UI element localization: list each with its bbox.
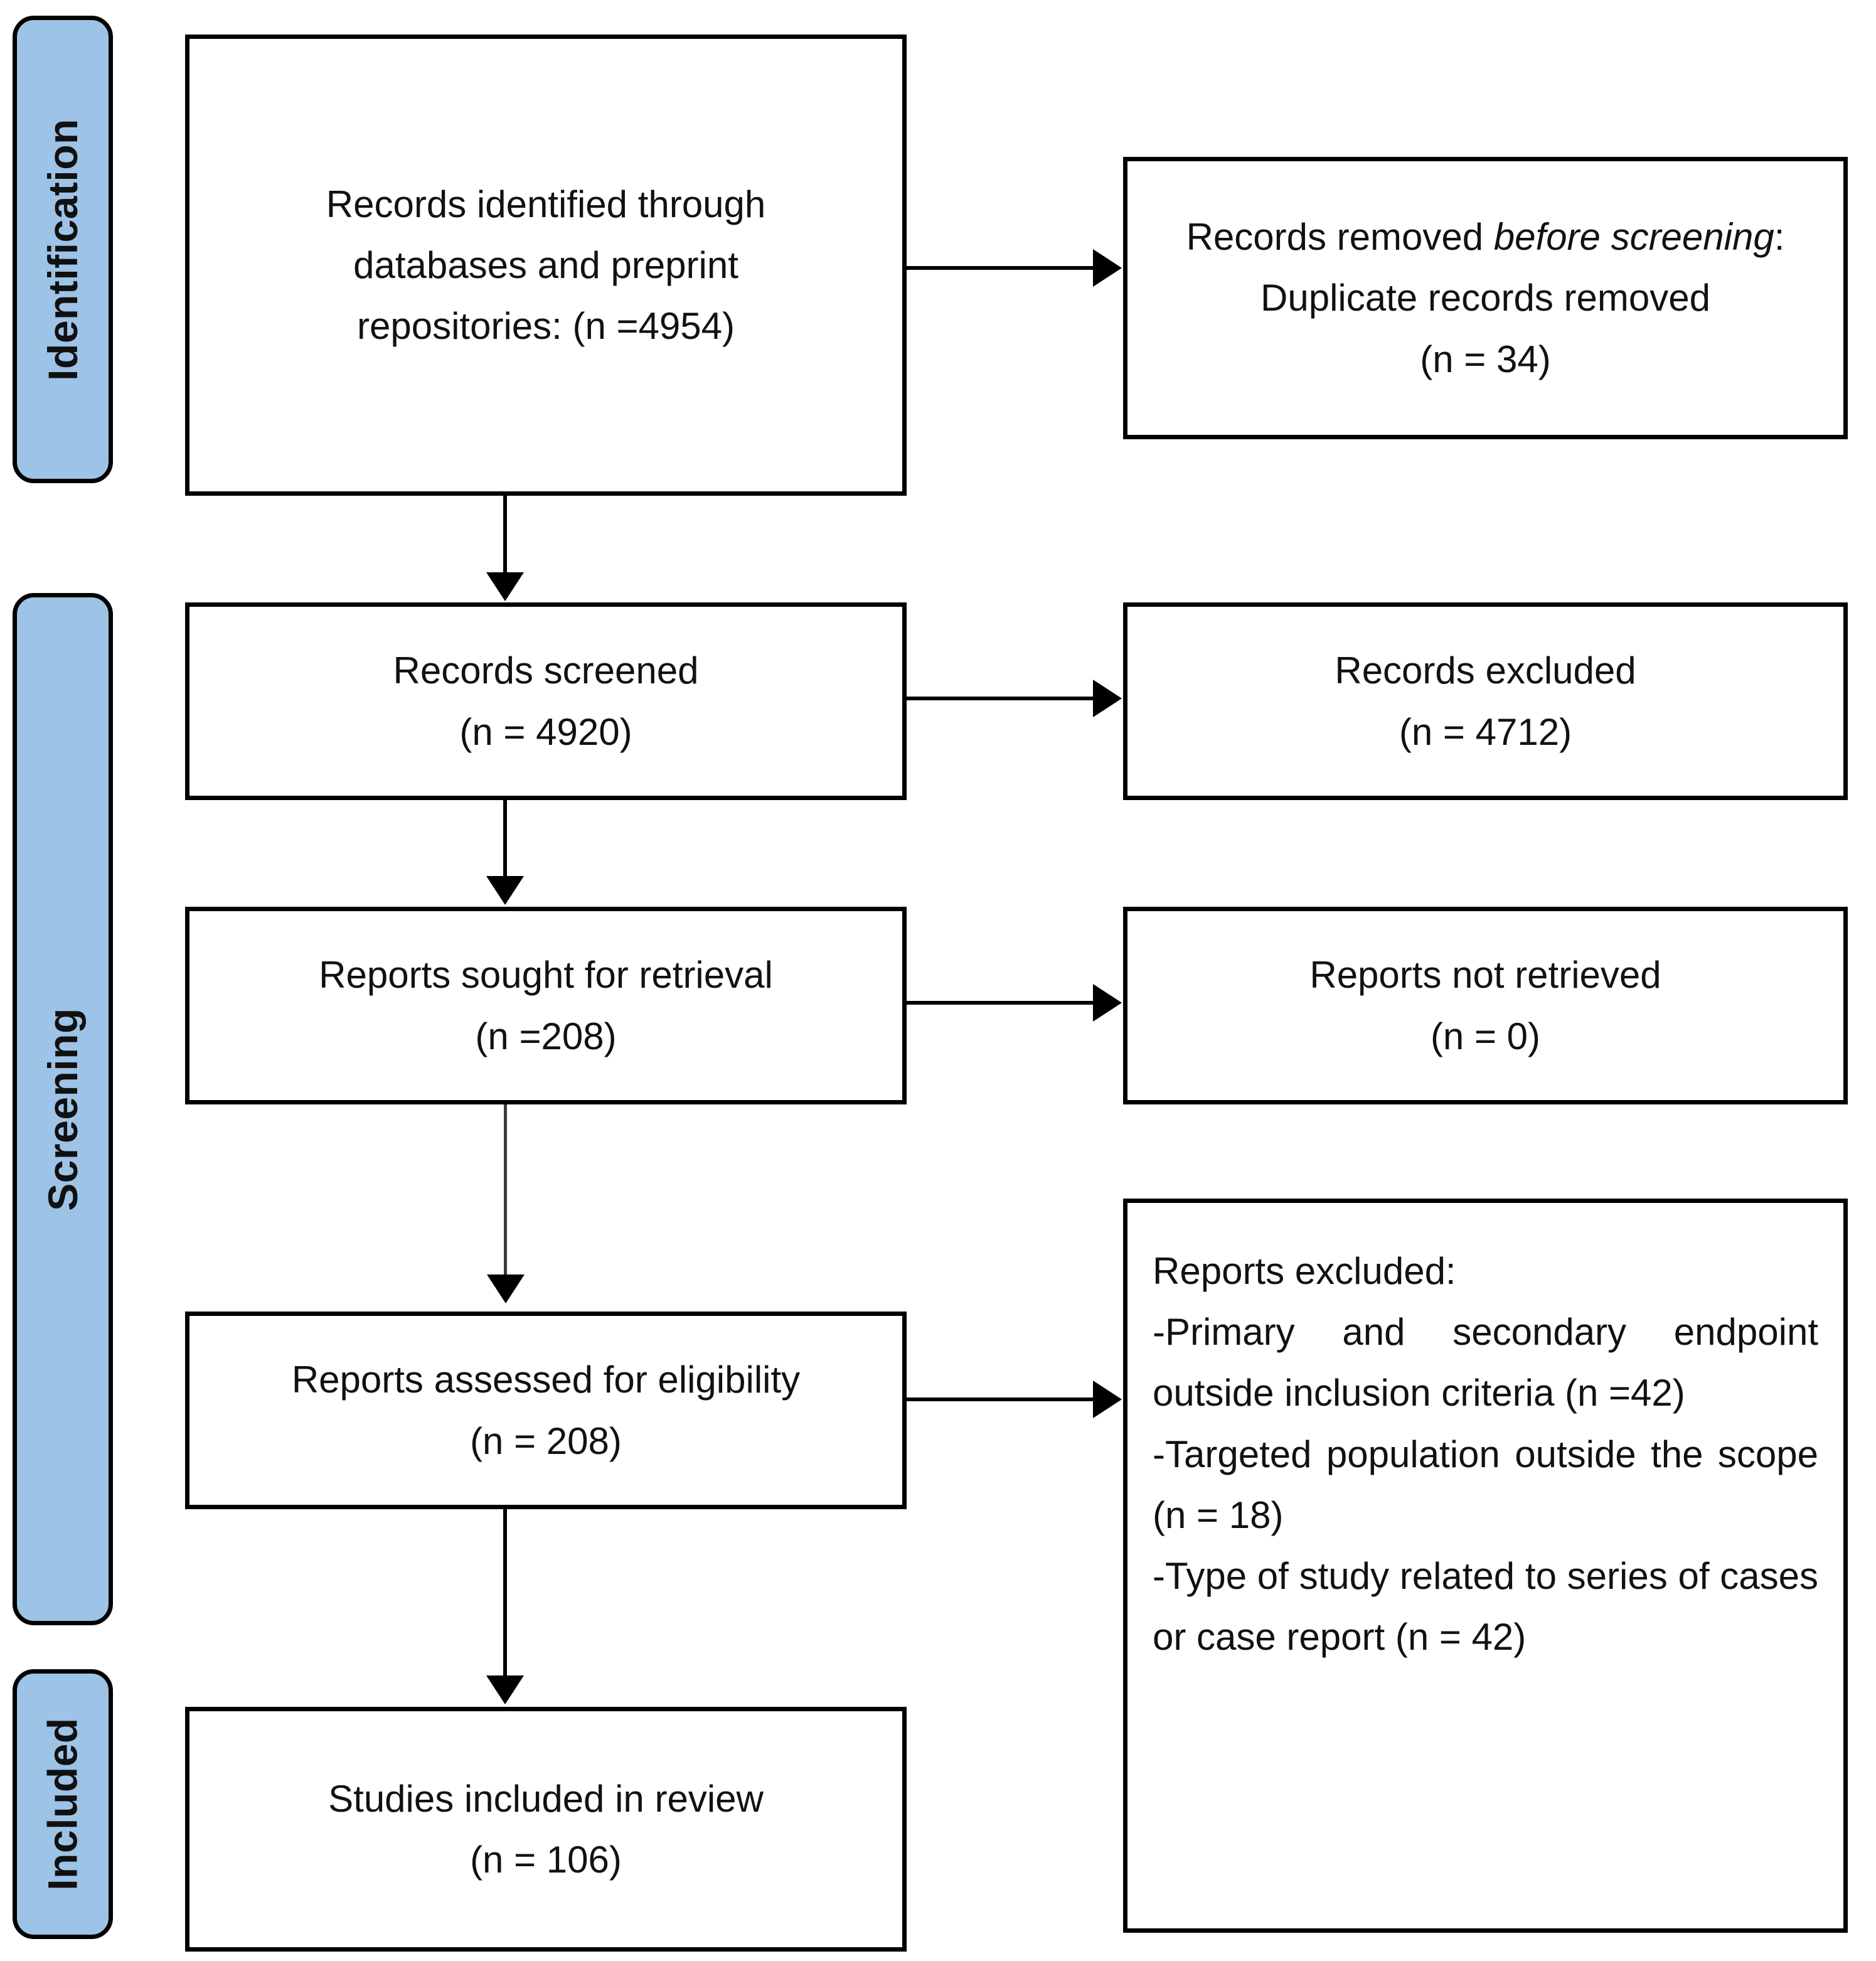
reports-not-retrieved-line-2: (n = 0) (1430, 1015, 1541, 1057)
phase-band-included: Included (13, 1669, 113, 1939)
studies-included-line-2: (n = 106) (470, 1839, 622, 1881)
phase-label-identification: Identification (40, 118, 87, 381)
phase-band-identification: Identification (13, 16, 113, 483)
box-reports-sought: Reports sought for retrieval (n =208) (185, 907, 907, 1104)
box-records-screened: Records screened (n = 4920) (185, 602, 907, 800)
connector-sought-to-assessed (504, 1104, 507, 1277)
box-records-excluded: Records excluded (n = 4712) (1123, 602, 1848, 800)
records-identified-line-1: Records identified through (326, 183, 766, 225)
reports-excluded-reason-2: -Targeted population outside the scope (… (1153, 1433, 1818, 1536)
arrowhead-sought-to-assessed (487, 1274, 525, 1303)
arrowhead-screened-to-excluded (1093, 680, 1122, 717)
records-screened-line-1: Records screened (393, 649, 699, 692)
reports-assessed-line-1: Reports assessed for eligibility (291, 1359, 801, 1401)
records-excluded-line-2: (n = 4712) (1399, 710, 1572, 753)
records-removed-line-3: (n = 34) (1420, 338, 1551, 380)
connector-sought-to-not-retrieved (907, 1001, 1095, 1005)
connector-screened-to-excluded (907, 697, 1095, 700)
arrowhead-assessed-to-included (486, 1675, 524, 1704)
box-reports-assessed: Reports assessed for eligibility (n = 20… (185, 1312, 907, 1509)
records-removed-colon: : (1774, 216, 1785, 259)
records-identified-line-2: databases and preprint (353, 243, 738, 286)
records-screened-line-2: (n = 4920) (459, 710, 632, 753)
box-studies-included: Studies included in review (n = 106) (185, 1707, 907, 1952)
reports-sought-line-1: Reports sought for retrieval (319, 954, 773, 997)
box-records-removed: Records removed before screening: Duplic… (1123, 157, 1848, 439)
box-reports-excluded: Reports excluded: -Primary and secondary… (1123, 1199, 1848, 1933)
records-removed-prefix: Records removed (1186, 216, 1494, 259)
connector-identified-to-screened (503, 496, 507, 576)
connector-assessed-to-excluded (907, 1397, 1095, 1401)
reports-excluded-reason-1: -Primary and secondary endpoint outside … (1153, 1311, 1818, 1414)
arrowhead-sought-to-not-retrieved (1093, 984, 1122, 1022)
reports-assessed-line-2: (n = 208) (470, 1419, 622, 1462)
records-excluded-line-1: Records excluded (1335, 649, 1636, 692)
records-removed-emphasis: before screening (1493, 216, 1774, 259)
phase-band-screening: Screening (13, 593, 113, 1625)
box-reports-not-retrieved: Reports not retrieved (n = 0) (1123, 907, 1848, 1104)
box-records-identified: Records identified through databases and… (185, 35, 907, 496)
arrowhead-assessed-to-excluded (1093, 1381, 1122, 1418)
records-identified-line-3: repositories: (n =4954) (357, 305, 735, 348)
phase-label-included: Included (40, 1718, 87, 1891)
connector-assessed-to-included (503, 1509, 507, 1679)
reports-excluded-reason-3: -Type of study related to series of case… (1153, 1554, 1818, 1659)
connector-screened-to-sought (503, 800, 507, 879)
reports-excluded-heading: Reports excluded: (1153, 1250, 1456, 1292)
records-removed-line-1: Records removed before screening: (1186, 206, 1785, 267)
arrowhead-identified-to-screened (486, 572, 524, 601)
reports-sought-line-2: (n =208) (475, 1015, 617, 1057)
arrowhead-screened-to-sought (486, 876, 524, 905)
reports-not-retrieved-line-1: Reports not retrieved (1309, 954, 1661, 997)
studies-included-line-1: Studies included in review (328, 1777, 764, 1820)
connector-identified-to-removed (907, 266, 1095, 270)
arrowhead-identified-to-removed (1093, 249, 1122, 287)
records-removed-line-2: Duplicate records removed (1260, 277, 1710, 319)
phase-label-screening: Screening (40, 1007, 87, 1211)
